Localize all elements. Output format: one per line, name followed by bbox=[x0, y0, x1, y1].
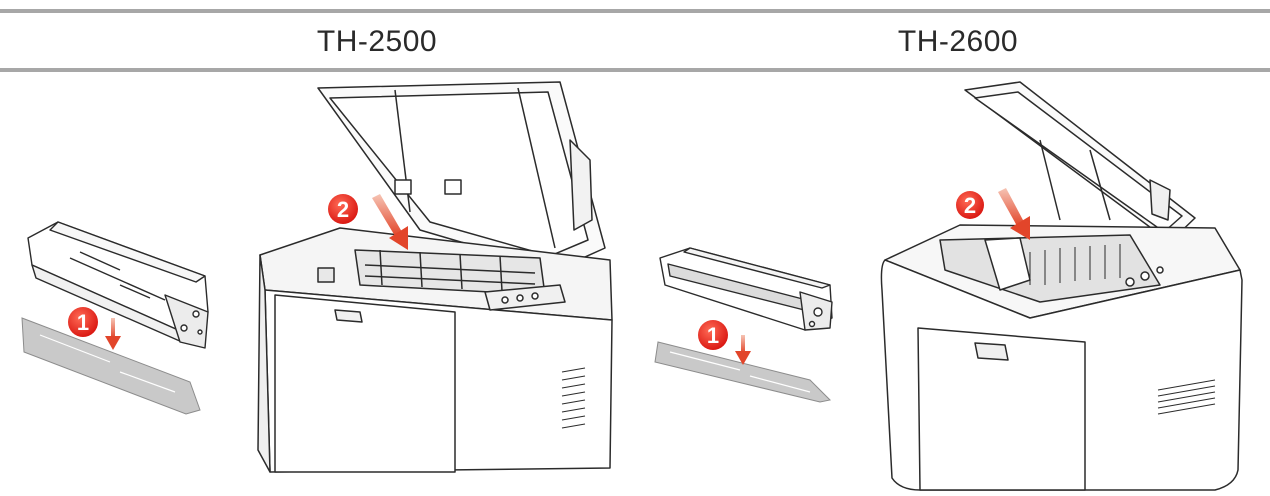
step-2-badge-th2500: 2 bbox=[328, 194, 358, 224]
protective-strip-th2600 bbox=[654, 341, 832, 403]
top-divider bbox=[0, 9, 1270, 13]
toner-cartridge-th2600 bbox=[659, 247, 833, 331]
model-heading-th2600: TH-2600 bbox=[897, 25, 1019, 58]
step-1-badge-th2500: 1 bbox=[68, 307, 98, 337]
header-divider bbox=[0, 68, 1270, 72]
svg-text:2: 2 bbox=[337, 197, 349, 222]
installation-illustration: 1 bbox=[21, 81, 1243, 491]
step-1-arrow-th2600 bbox=[735, 335, 751, 365]
printer-th2600 bbox=[880, 81, 1243, 491]
printer-th2500 bbox=[257, 81, 613, 473]
protective-strip-th2500 bbox=[21, 317, 201, 415]
step-1-arrow-th2500 bbox=[105, 318, 121, 350]
model-heading-th2500: TH-2500 bbox=[316, 25, 438, 58]
step-2-badge-th2600: 2 bbox=[956, 191, 984, 219]
svg-text:1: 1 bbox=[77, 310, 89, 335]
step-2-arrow-th2500 bbox=[372, 194, 408, 250]
svg-text:2: 2 bbox=[964, 193, 976, 218]
toner-cartridge-th2500 bbox=[27, 221, 209, 349]
step-1-badge-th2600: 1 bbox=[698, 320, 728, 350]
step-2-arrow-th2600 bbox=[998, 188, 1030, 240]
svg-text:1: 1 bbox=[707, 323, 719, 348]
